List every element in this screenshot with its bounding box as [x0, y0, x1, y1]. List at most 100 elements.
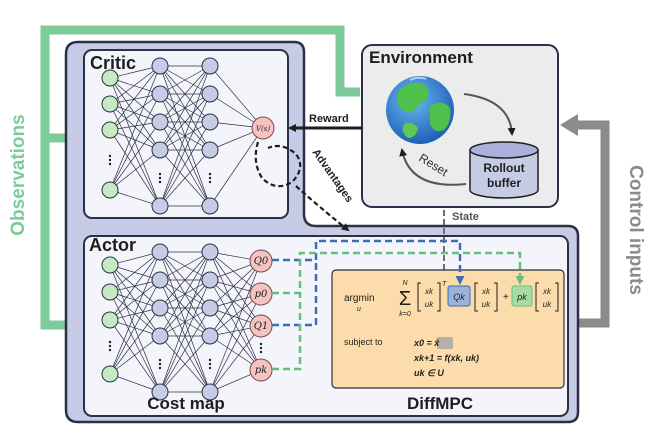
- actor-edge: [109, 251, 161, 375]
- actor-hidden-node: [201, 383, 219, 401]
- actor-edge: [109, 264, 161, 337]
- actor-edge: [109, 319, 161, 337]
- critic-edge: [109, 65, 161, 131]
- actor-edge: [159, 251, 211, 393]
- actor-edge: [209, 260, 262, 309]
- actor-ellipsis-dot: [158, 358, 162, 362]
- critic-edge: [109, 93, 161, 131]
- critic-hidden-node: [151, 85, 169, 103]
- actor-edge: [209, 251, 262, 371]
- critic-edge: [109, 65, 161, 191]
- actor-ellipsis-dot: [208, 362, 212, 366]
- mpc-plus: +: [503, 292, 509, 303]
- actor-edge: [159, 251, 211, 309]
- actor-ellipsis-dot: [108, 340, 112, 344]
- actor-hidden-node: [201, 271, 219, 289]
- mpc-sum-upper: N: [402, 280, 408, 287]
- actor-ellipsis-dot: [208, 366, 212, 370]
- actor-output-label-1: p0: [255, 289, 268, 300]
- q-term: Qk: [453, 292, 465, 302]
- q-term-highlight: [447, 285, 471, 307]
- critic-input-node: [101, 121, 119, 139]
- critic-hidden-node: [201, 57, 219, 75]
- actor-edge: [109, 279, 161, 321]
- actor-edge: [109, 307, 161, 321]
- critic-ellipsis-dot: [108, 162, 112, 166]
- actor-hidden-node: [151, 327, 169, 345]
- actor-edge: [109, 279, 161, 375]
- critic-ellipsis-dot: [108, 154, 112, 158]
- actor-hidden-node: [151, 383, 169, 401]
- vector-bracket-3: [535, 282, 559, 312]
- p-connector-top: [272, 251, 525, 295]
- globe-to-buffer-arrow: [463, 93, 516, 136]
- critic-output-node: [251, 116, 275, 140]
- actor-input-node: [101, 256, 119, 274]
- actor-edge: [109, 319, 161, 393]
- rollout-label-1: Rollout: [483, 161, 524, 175]
- critic-edge: [109, 77, 161, 95]
- actor-edge: [159, 279, 211, 393]
- critic-hidden-node: [151, 141, 169, 159]
- critic-hidden-node: [201, 85, 219, 103]
- vec2-bottom: uk: [482, 300, 491, 309]
- actor-hidden-node: [151, 243, 169, 261]
- vector-bracket-1: [417, 282, 441, 312]
- globe-icon: [386, 76, 454, 144]
- critic-edge: [209, 127, 264, 207]
- mpc-transpose: T: [442, 281, 447, 288]
- actor-edge: [109, 264, 161, 281]
- cost-map-label: Cost map: [147, 394, 224, 413]
- critic-ellipsis-dot: [208, 180, 212, 184]
- critic-edge: [159, 93, 211, 207]
- critic-hidden-node: [151, 57, 169, 75]
- critic-edge: [109, 129, 161, 207]
- actor-title: Actor: [89, 235, 136, 255]
- critic-hidden-node: [201, 113, 219, 131]
- actor-output-label-2: Q1: [254, 321, 269, 332]
- critic-hidden-node: [151, 113, 169, 131]
- critic-edge: [159, 65, 211, 95]
- reset-arrow: [399, 148, 467, 186]
- actor-edge: [209, 279, 262, 371]
- critic-title: Critic: [90, 53, 136, 73]
- critic-edge: [109, 93, 161, 191]
- cylinder-icon: [469, 141, 539, 199]
- vec2-top: xk: [481, 287, 491, 296]
- actor-ellipsis-dot: [259, 350, 263, 354]
- critic-edge: [209, 65, 264, 129]
- actor-hidden-node: [201, 299, 219, 317]
- vec3-bottom: uk: [543, 300, 552, 309]
- critic-edge: [109, 103, 161, 123]
- critic-edge: [109, 77, 161, 151]
- actor-ellipsis-dot: [108, 344, 112, 348]
- actor-hidden-node: [201, 327, 219, 345]
- actor-edge: [109, 251, 161, 321]
- actor-edge: [209, 260, 262, 393]
- actor-hidden-node: [201, 243, 219, 261]
- initial-state-highlight: [437, 337, 453, 349]
- critic-input-node: [101, 181, 119, 199]
- mpc-objective: argmin u N Σ k=0 xk uk T Qk xk uk + pk x…: [344, 280, 559, 318]
- actor-network: [101, 243, 273, 401]
- p-term-highlight: [511, 285, 533, 307]
- advantages-loop: [254, 141, 302, 188]
- state-label: State: [452, 211, 479, 223]
- critic-input-node: [101, 69, 119, 87]
- actor-edge: [109, 307, 161, 375]
- actor-edge: [109, 264, 161, 393]
- actor-edge: [209, 251, 262, 327]
- critic-edge: [159, 149, 211, 207]
- constraint-1: x0 = x̄: [413, 338, 440, 348]
- actor-edge: [159, 251, 211, 281]
- actor-output-label-0: Q0: [254, 256, 269, 267]
- diffmpc-label: DiffMPC: [407, 394, 473, 413]
- p-term: pk: [516, 292, 527, 302]
- observations-arrow: [40, 25, 360, 330]
- diffmpc-box: [331, 269, 565, 389]
- actor-ellipsis-dot: [208, 358, 212, 362]
- critic-edge: [109, 103, 161, 151]
- actor-hidden-node: [151, 271, 169, 289]
- critic-hidden-node: [201, 141, 219, 159]
